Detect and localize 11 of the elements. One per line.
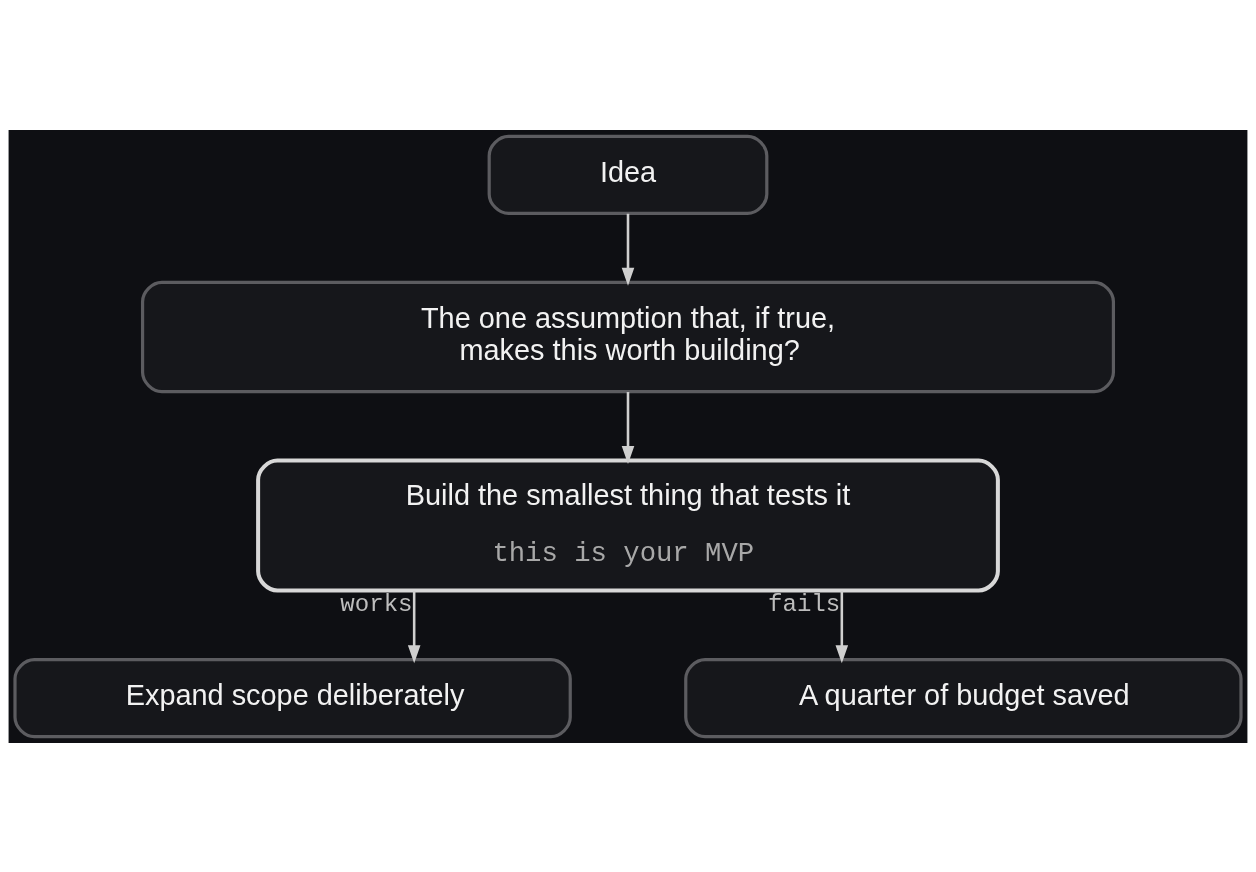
node-box: The one assumption that, if true, makes this worth building? — [140, 280, 1116, 393]
arrow — [621, 213, 635, 286]
node-box: Idea — [487, 134, 769, 215]
arrow — [835, 590, 849, 663]
edge-label: works — [340, 590, 413, 618]
arrow — [621, 391, 635, 464]
node-box: A quarter of budget saved — [684, 657, 1243, 738]
edge-label: fails — [768, 590, 841, 618]
arrow — [407, 590, 421, 663]
node-box: Build the smallest thing that tests it this is your MVP — [256, 458, 1000, 593]
node-box: Expand scope deliberately — [13, 657, 572, 738]
